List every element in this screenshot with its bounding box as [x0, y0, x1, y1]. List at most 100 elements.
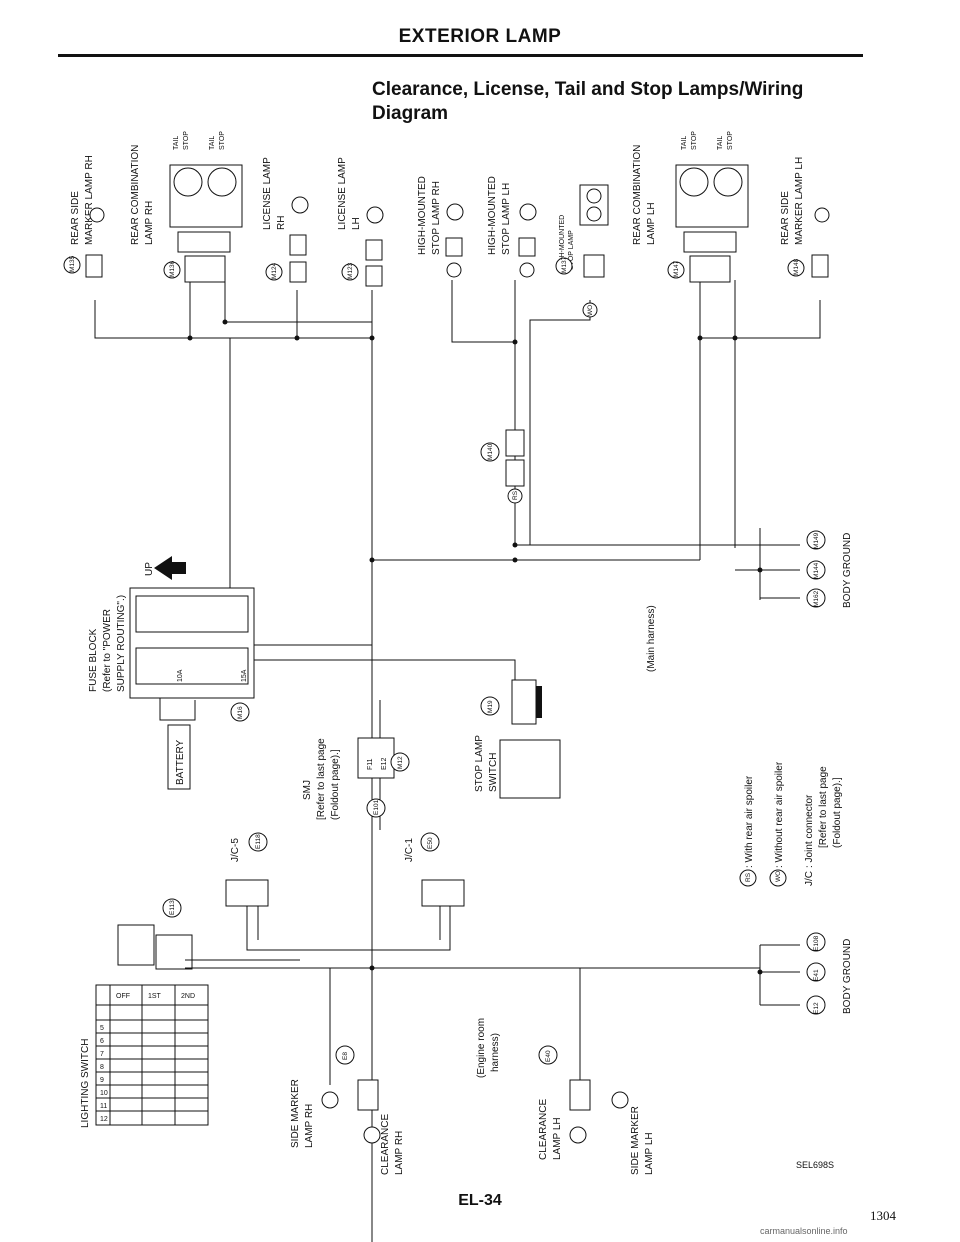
legend-wo-text: : Without rear air spoiler [774, 761, 785, 868]
hm-lh-connector [518, 237, 536, 257]
legend-rs-text: : With rear air spoiler [744, 775, 755, 868]
lighting-switch-label: LIGHTING SWITCH [80, 1039, 91, 1128]
svg-text:E41: E41 [813, 969, 820, 981]
svg-text:LAMP RH: LAMP RH [394, 1131, 405, 1175]
svg-text:M123: M123 [347, 262, 354, 279]
fuse-row-bottom [135, 647, 249, 685]
rear-combination-lh-connector [683, 231, 737, 253]
hm-lh-label-1: HIGH-MOUNTED [487, 176, 498, 255]
bulb-icon [679, 167, 709, 197]
bulb-icon [569, 1126, 587, 1144]
svg-text:1ST: 1ST [148, 993, 162, 1000]
svg-text:STOP: STOP [183, 131, 190, 150]
svg-text:TAIL: TAIL [173, 136, 180, 150]
figure-code: SEL698S [796, 1160, 835, 1170]
svg-text:SWITCH: SWITCH [488, 753, 499, 792]
wire-hm-rh [451, 280, 515, 343]
rear-combination-lh-terminal [689, 255, 731, 283]
hm-lh-label-2: STOP LAMP LH [501, 183, 512, 255]
svg-text:(Foldout page).]: (Foldout page).] [330, 749, 341, 820]
bulb-icon [291, 196, 309, 214]
svg-text:J/C: J/C [804, 871, 815, 886]
svg-text:E108: E108 [813, 935, 820, 951]
joint-connectors: J/C-5 E118 J/C-1 E50 [225, 832, 465, 951]
rear-combination-rh-label-1: REAR COMBINATION [130, 145, 141, 245]
svg-text:M149: M149 [813, 532, 820, 549]
connector-badge [538, 1045, 558, 1065]
connector-badge [806, 995, 826, 1015]
svg-text:F11: F11 [367, 758, 374, 770]
connector-badge [63, 256, 81, 274]
svg-text:(Foldout page).]: (Foldout page).] [832, 777, 843, 848]
wo-badge [769, 869, 787, 887]
license-lamp-rh-label-1: LICENSE LAMP [262, 157, 273, 230]
smj: SMJ [Refer to last page (Foldout page).]… [302, 737, 410, 820]
svg-text:9: 9 [100, 1077, 104, 1084]
hm-rh-connector [445, 237, 463, 257]
svg-text:M147: M147 [673, 260, 680, 277]
stop-lamp-switch: STOP LAMP SWITCH M19 [474, 679, 561, 799]
rear-side-marker-lamp-rh: REAR SIDE MARKER LAMP RH M135 [63, 155, 105, 278]
svg-text:10: 10 [100, 1090, 108, 1097]
page-number: 1304 [870, 1208, 896, 1223]
diagram-title-line-1: Clearance, License, Tail and Stop Lamps/… [372, 79, 804, 100]
svg-text:[Refer to last page: [Refer to last page [818, 766, 829, 848]
legend-jc-text: : Joint connector [804, 794, 815, 868]
rear-side-marker-lh-connector [811, 254, 829, 278]
lighting-switch-table: OFF 1ST 2ND 5 6 7 8 9 10 11 12 [95, 984, 209, 1126]
high-mounted-stop-lamp: HIGH-MOUNTED STOP LAMP M137 WO [555, 184, 609, 318]
bulb-icon [586, 188, 602, 204]
hm-label-1: HIGH-MOUNTED [559, 215, 566, 270]
wire-stop-ground [515, 528, 761, 546]
svg-text:[Refer to last page: [Refer to last page [316, 738, 327, 820]
svg-text:STOP LAMP: STOP LAMP [474, 735, 485, 792]
hm-rh-label-2: STOP LAMP RH [431, 181, 442, 255]
svg-text:LAMP LH: LAMP LH [552, 1117, 563, 1160]
jc1-block [421, 879, 465, 907]
svg-text:M19: M19 [487, 700, 494, 713]
svg-text:STOP: STOP [691, 131, 698, 150]
page-title: EXTERIOR LAMP [398, 26, 562, 47]
hm-lh-terminal [519, 262, 535, 278]
wire-rh-tail-bus [94, 300, 372, 339]
jc5-label: J/C-5 [230, 838, 241, 862]
wire-lh-tail-bus [699, 280, 821, 339]
clearance-lh-connector [569, 1079, 591, 1111]
connector-badge [806, 962, 826, 982]
connector-badge [806, 530, 826, 550]
smj-block [357, 737, 395, 779]
rs-badge [739, 869, 757, 887]
svg-text:WO: WO [587, 305, 594, 316]
upper-body-ground-label: BODY GROUND [842, 533, 853, 608]
rear-side-marker-lh-label-1: REAR SIDE [780, 191, 791, 245]
rear-combination-lh-label-2: LAMP LH [646, 202, 657, 245]
connector-badge [230, 702, 250, 722]
diagram-title: Clearance, License, Tail and Stop Lamps/… [372, 78, 892, 126]
fuse-row-top [135, 595, 249, 633]
lighting-switch-connector [117, 924, 155, 966]
svg-text:TAIL: TAIL [681, 136, 688, 150]
rear-side-marker-lamp-lh: REAR SIDE MARKER LAMP LH M148 [780, 157, 830, 278]
license-lamp-rh: LICENSE LAMP RH M124 [262, 157, 309, 283]
svg-text:E8: E8 [342, 1052, 349, 1060]
rs-badge [507, 488, 523, 504]
svg-text:OFF: OFF [116, 993, 130, 1000]
svg-text:E50: E50 [427, 837, 434, 849]
rear-combination-rh-terminal [184, 255, 226, 283]
stop-lamp-switch-plate [536, 686, 542, 718]
title-rule [58, 54, 863, 57]
lower-body-ground: E108 E41 E12 BODY GROUND [806, 932, 853, 1015]
rear-combination-lamp-rh: REAR COMBINATION LAMP RH TAIL STOP TAIL … [130, 131, 243, 283]
connector-badge [341, 263, 359, 281]
svg-text:SUPPLY ROUTING".): SUPPLY ROUTING".) [116, 595, 127, 692]
rear-side-marker-rh-label-2: MARKER LAMP RH [84, 155, 95, 245]
battery: BATTERY [167, 724, 191, 790]
clearance-lamp-rh: CLEARANCE LAMP RH [363, 1114, 405, 1175]
rear-side-marker-rh-connector [85, 254, 103, 278]
connector-badge [806, 932, 826, 952]
svg-text:2ND: 2ND [181, 993, 195, 1000]
wo-badge [582, 302, 598, 318]
svg-text:7: 7 [100, 1051, 104, 1058]
svg-text:RS: RS [745, 872, 752, 882]
svg-text:LAMP LH: LAMP LH [644, 1132, 655, 1175]
